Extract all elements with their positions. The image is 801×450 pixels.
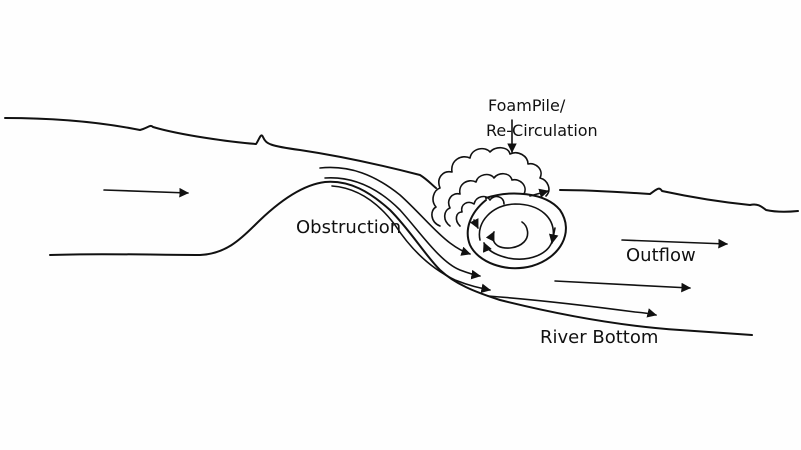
recirculation-loop-inner — [478, 203, 555, 260]
inflow-arrow — [103, 187, 189, 198]
rotation-arrow-left — [469, 218, 479, 229]
outflow-label: Outflow — [626, 245, 696, 266]
water-surface-downstream — [559, 187, 799, 213]
obstruction-profile — [49, 180, 753, 336]
flow-line-2 — [324, 177, 481, 280]
flow-line-3 — [331, 185, 491, 294]
foam-cloud-inner — [443, 172, 526, 227]
foam-cloud-mid — [455, 195, 505, 227]
outflow-arrow-top — [621, 238, 728, 249]
river-bottom-label: River Bottom — [540, 327, 659, 348]
recirculation-label: Re-Circulation — [486, 121, 598, 140]
recirculation-loop-outer — [466, 192, 567, 270]
outflow-arrow-bottom — [554, 280, 691, 293]
water-surface-upstream — [4, 117, 437, 189]
recirculation-core — [485, 221, 529, 249]
foam-cloud-outer — [431, 146, 550, 227]
flow-line-1 — [319, 166, 471, 256]
foam-pile-label: FoamPile/ — [488, 96, 566, 115]
flow-line-4 — [487, 295, 657, 318]
rotation-arrow-top — [529, 188, 549, 198]
obstruction-label: Obstruction — [296, 217, 402, 238]
rotation-arrow-right — [548, 227, 559, 244]
